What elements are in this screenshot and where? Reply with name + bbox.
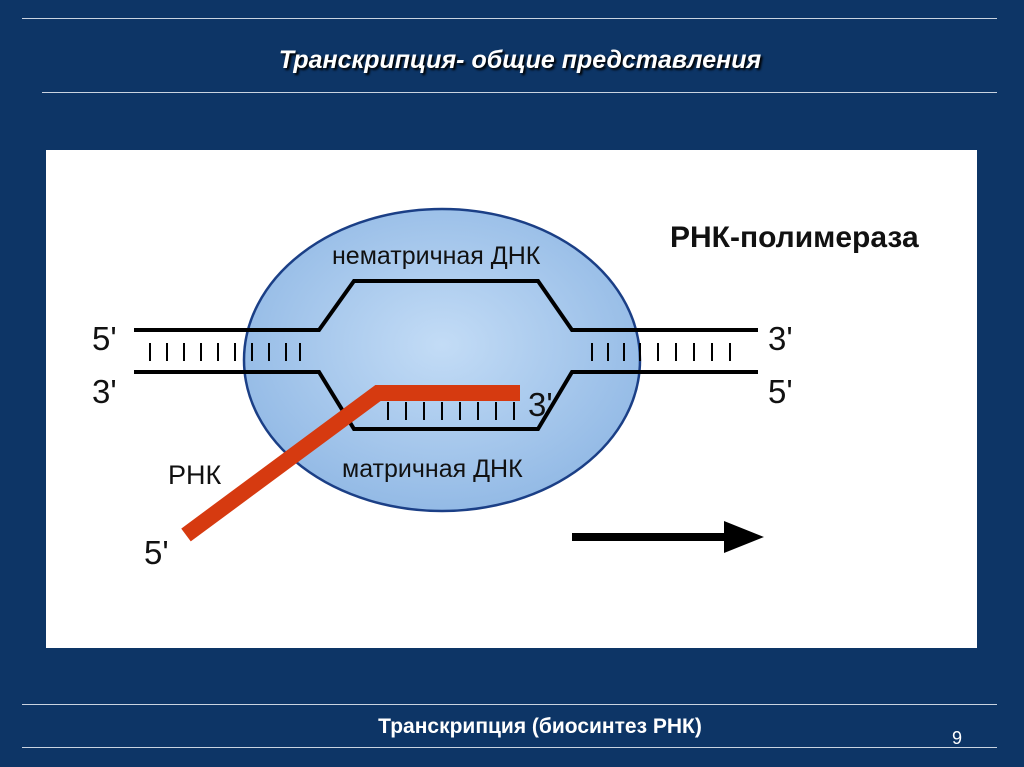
slide-title: Транскрипция- общие представления — [278, 46, 762, 74]
coding-strand-label: нематричная ДНК — [332, 242, 541, 270]
template-strand-label: матричная ДНК — [342, 455, 523, 483]
diagram-panel: 5' 3' 3' 5' 3' 5' нематричная ДНК матрич… — [46, 150, 977, 648]
bottom-right-end-label: 5' — [768, 373, 793, 410]
rna-strand — [181, 385, 520, 542]
template-strand-line — [134, 370, 758, 431]
transcription-diagram: 5' 3' 3' 5' 3' 5' нематричная ДНК матрич… — [92, 207, 919, 571]
rna-start-end-label: 5' — [144, 534, 169, 571]
rna-growing-end-label: 3' — [528, 386, 553, 423]
slide-footer-title: Транскрипция (биосинтез РНК) — [378, 715, 702, 738]
rna-dna-hybrid-pairs — [387, 402, 515, 420]
header-rule-bottom — [42, 92, 997, 93]
arrow-right-icon — [572, 521, 764, 553]
rna-label: РНК — [168, 460, 222, 490]
right-base-pairs — [591, 343, 731, 361]
coding-strand-line — [134, 279, 758, 332]
footer-rule-top — [22, 704, 997, 705]
page-number: 9 — [952, 728, 963, 748]
top-right-end-label: 3' — [768, 320, 793, 357]
header-rule-top — [22, 18, 997, 19]
top-left-end-label: 5' — [92, 320, 117, 357]
rna-polymerase-label: РНК-полимераза — [670, 221, 919, 254]
left-base-pairs — [149, 343, 301, 361]
bottom-left-end-label: 3' — [92, 373, 117, 410]
footer-rule-bottom — [22, 747, 997, 748]
